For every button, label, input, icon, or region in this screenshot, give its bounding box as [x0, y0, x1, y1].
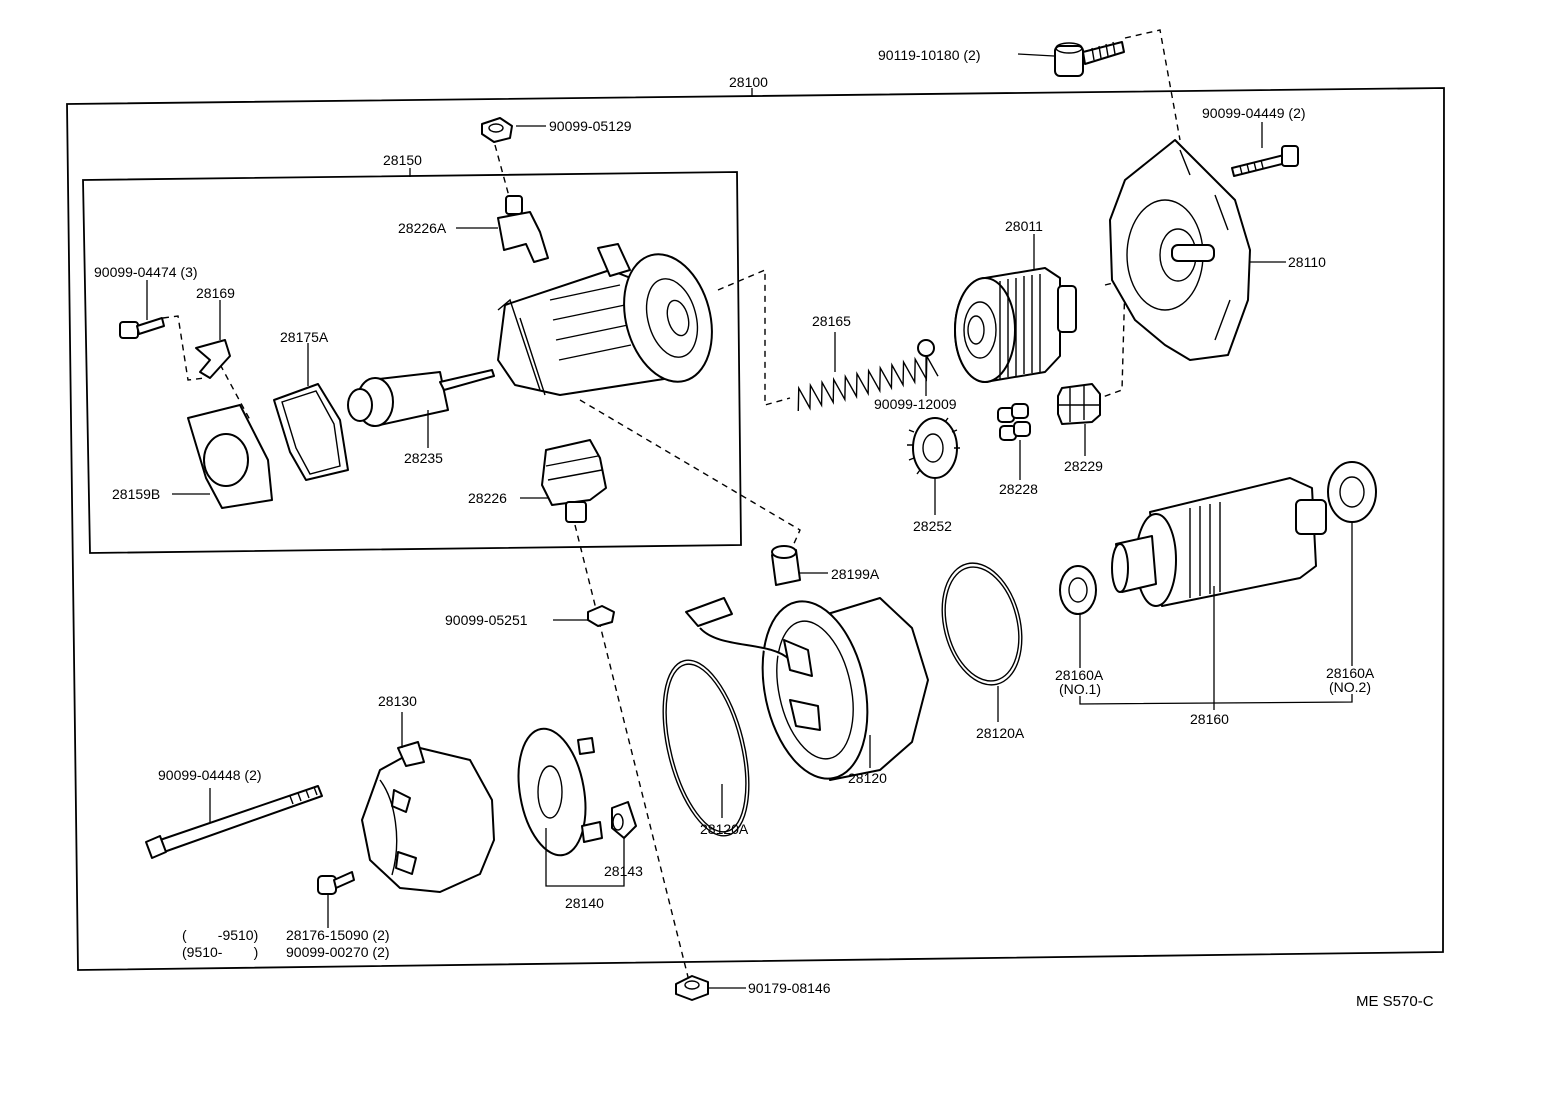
label-magnetic-switch-assembly: 28150 [383, 152, 422, 168]
terminal-28226A [456, 195, 549, 263]
terminal-28226 [520, 439, 607, 523]
spring-28165 [797, 353, 939, 412]
label-28226A: 28226A [398, 220, 447, 236]
label-date-range-1: ( -9510) [182, 927, 259, 943]
label-28165: 28165 [812, 313, 851, 329]
through-bolt-90099-04448 [145, 785, 323, 859]
brush-holder-28140 [517, 727, 625, 887]
label-28252: 28252 [913, 518, 952, 534]
armature-28160 [1111, 477, 1327, 710]
label-28160A-no2: 28160A [1326, 665, 1375, 681]
label-90099-04448: 90099-04448 (2) [158, 767, 262, 783]
label-28199A: 28199A [831, 566, 880, 582]
label-28229: 28229 [1064, 458, 1103, 474]
o-ring-28120A-right [941, 562, 1023, 722]
label-90099-05251: 90099-05251 [445, 612, 528, 628]
clip-28169 [195, 300, 231, 379]
label-28143: 28143 [604, 863, 643, 879]
label-90099-00270: 90099-00270 (2) [286, 944, 390, 960]
switch-housing [497, 243, 713, 396]
bolt-90099-04449 [1231, 145, 1299, 177]
label-28176-15090: 28176-15090 (2) [286, 927, 390, 943]
label-28160A-no2-note: (NO.2) [1329, 679, 1371, 695]
bearing-28160A-no1 [1059, 565, 1097, 668]
leader-lines [516, 53, 1286, 372]
label-starter-assembly: 28100 [729, 74, 768, 90]
clutch-28011 [954, 267, 1077, 383]
nut-90179-08146 [675, 975, 746, 1001]
gear-28252 [907, 417, 960, 515]
label-90099-05129: 90099-05129 [549, 118, 632, 134]
nut-90099-05129 [481, 117, 513, 143]
label-28175A: 28175A [280, 329, 329, 345]
end-frame-28110 [1109, 139, 1251, 361]
nut-90099-05251 [553, 605, 615, 627]
bolt-90099-04474 [119, 280, 165, 339]
label-28169: 28169 [196, 285, 235, 301]
label-28226: 28226 [468, 490, 507, 506]
spring-28143 [611, 801, 637, 839]
gasket-28175A [273, 343, 349, 481]
label-28120A-left: 28120A [700, 821, 749, 837]
plunger-28235 [347, 369, 495, 448]
label-28110: 28110 [1288, 254, 1326, 270]
label-90099-04474: 90099-04474 (3) [94, 264, 198, 280]
armature-bracket [1079, 694, 1353, 705]
label-28011: 28011 [1005, 218, 1043, 234]
label-90099-12009: 90099-12009 [874, 396, 957, 412]
label-28235: 28235 [404, 450, 443, 466]
end-frame-28130 [361, 712, 495, 893]
collar-28199A [771, 545, 828, 586]
retainer-28229 [1057, 383, 1101, 456]
label-90179-08146: 90179-08146 [748, 980, 831, 996]
label-28120A-right: 28120A [976, 725, 1025, 741]
cover-28159B [172, 404, 273, 509]
label-28160: 28160 [1190, 711, 1229, 727]
o-ring-28120A-left [662, 659, 750, 837]
label-28130: 28130 [378, 693, 417, 709]
label-28160A-no1-note: (NO.1) [1059, 681, 1101, 697]
label-28159B: 28159B [112, 486, 161, 502]
ball-90099-12009 [917, 339, 935, 396]
label-90099-04449: 90099-04449 (2) [1202, 105, 1306, 121]
rollers-28228 [997, 403, 1031, 480]
yoke-28120 [685, 597, 929, 781]
starter-assembly-frame [66, 87, 1445, 971]
label-28160A-no1: 28160A [1055, 667, 1104, 683]
label-90119-10180: 90119-10180 (2) [878, 47, 981, 63]
screw-28176-15090 [317, 871, 355, 928]
label-date-range-2: (9510- ) [182, 944, 259, 960]
drawing-code: ME S570-C [1356, 993, 1434, 1010]
bolt-90119-10180 [1054, 41, 1125, 77]
label-28140: 28140 [565, 895, 604, 911]
label-28120: 28120 [848, 770, 887, 786]
bearing-28160A-no2 [1327, 461, 1377, 666]
label-28228: 28228 [999, 481, 1038, 497]
magnetic-switch-frame [82, 168, 742, 554]
